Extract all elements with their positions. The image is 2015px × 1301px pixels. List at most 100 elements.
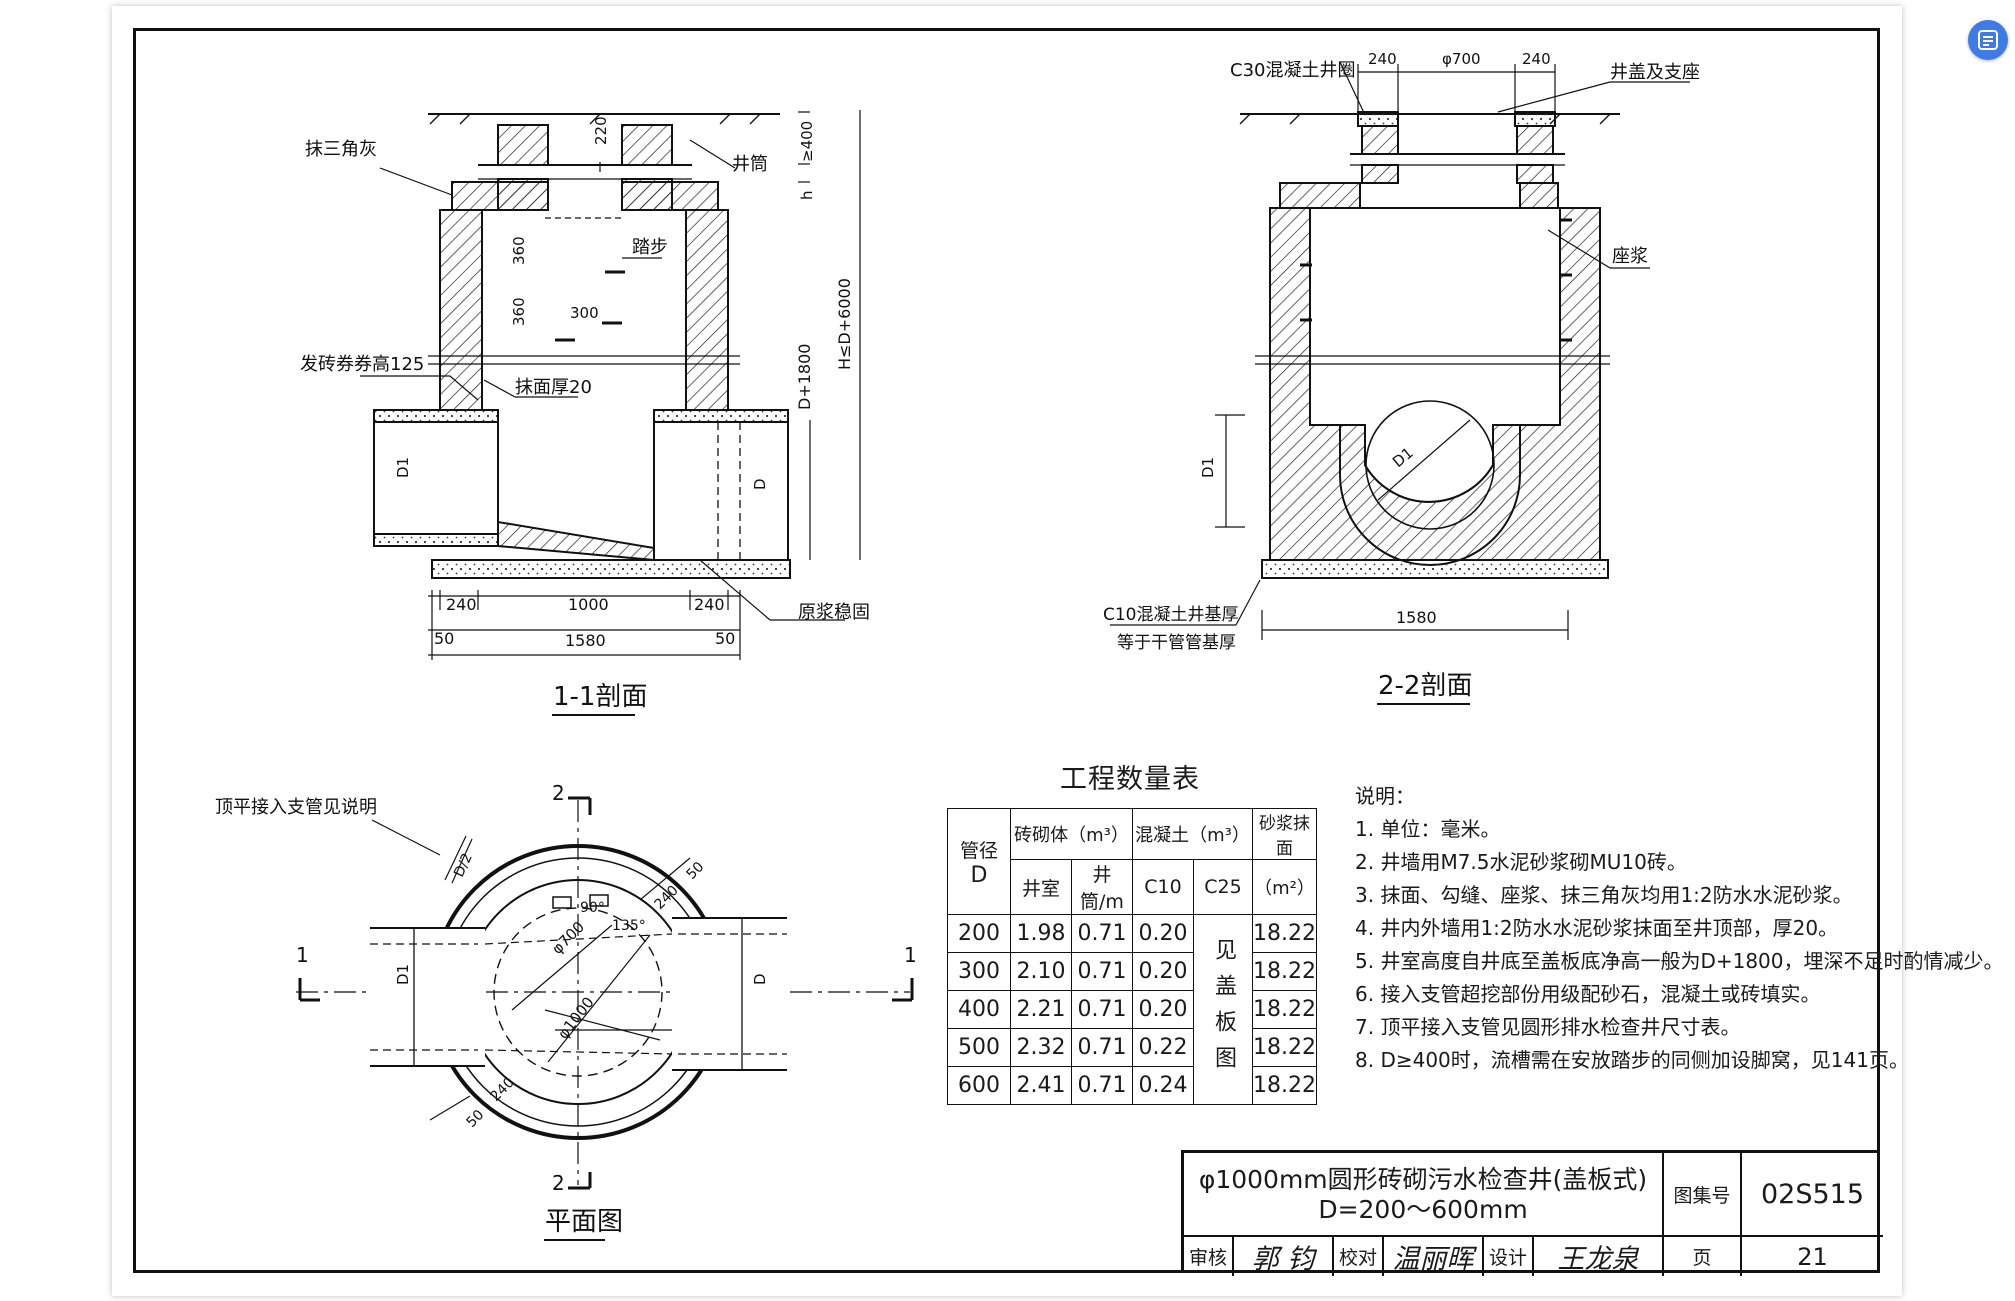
cell-shaft: 0.71 — [1071, 990, 1133, 1029]
cell-shaft: 0.71 — [1071, 1066, 1133, 1105]
label-plaster-thick: 抹面厚20 — [515, 377, 592, 398]
label-d1: D1 — [394, 457, 412, 478]
label-seat-slurry: 座浆 — [1612, 246, 1648, 267]
cell-d: 500 — [947, 1028, 1011, 1067]
plan-text: 顶平接入支管见说明 1 1 2 2 D1 D φ700 φ1000 D/2 90… — [215, 781, 917, 1241]
header-pipe-label: 管径 — [959, 839, 998, 862]
note-item: 7. 顶平接入支管见圆形排水检查井尺寸表。 — [1355, 1015, 1741, 1039]
label-d: D — [751, 478, 769, 490]
section-1-1-text: 抹三角灰 井筒 踏步 发砖券券高125 抹面厚20 原浆稳固 H≤D+6000 … — [300, 116, 870, 716]
header-mortar: 砂浆抹面 — [1252, 808, 1317, 860]
dim-360b: 360 — [510, 297, 528, 326]
translate-button[interactable] — [1968, 20, 2008, 60]
table-row: 500 2.32 0.71 0.22 18.22 — [947, 1028, 1317, 1067]
note-item: 3. 抹面、勾缝、座浆、抹三角灰均用1:2防水水泥砂浆。 — [1355, 883, 1853, 907]
cell-chamber: 1.98 — [1010, 914, 1072, 953]
label-cover: 井盖及支座 — [1610, 62, 1700, 83]
label-plaster-triangle: 抹三角灰 — [305, 139, 377, 160]
header-concrete: 混凝土（m³） — [1132, 808, 1253, 860]
label-h: h — [798, 190, 816, 200]
label-d12: D/2 — [451, 851, 476, 880]
check-signature: 温丽晖 — [1384, 1237, 1484, 1276]
dim-240b: 240 — [1522, 50, 1551, 68]
header-pipe-d: D — [970, 862, 988, 888]
review-signature: 郭 钧 — [1234, 1237, 1334, 1276]
section-2-2-title: 2-2剖面 — [1378, 671, 1472, 701]
label-step: 踏步 — [632, 237, 668, 258]
label-base-line2: 等于干管管基厚 — [1117, 633, 1236, 653]
drawing-title-line1: φ1000mm圆形砖砌污水检查井(盖板式) — [1198, 1165, 1648, 1194]
cell-c10: 0.20 — [1132, 952, 1194, 991]
header-c10: C10 — [1132, 859, 1194, 915]
notes-heading: 说明： — [1355, 784, 1415, 808]
label-base-line1: C10混凝土井基厚 — [1103, 605, 1239, 625]
cell-mortar: 18.22 — [1252, 990, 1317, 1029]
section-1-1 — [360, 110, 861, 660]
section-mark-1-right: 1 — [904, 943, 917, 967]
dim-50a: 50 — [684, 859, 708, 883]
dim-700: φ700 — [1442, 50, 1481, 68]
label-c30-ring: C30混凝土井圈 — [1230, 60, 1355, 81]
header-brick-shaft: 井筒/m — [1071, 859, 1133, 915]
note-item: 8. D≥400时，流槽需在安放踏步的同侧加设脚窝，见141页。 — [1355, 1048, 1909, 1072]
table-row: 400 2.21 0.71 0.20 18.22 — [947, 990, 1317, 1029]
dim-300: 300 — [570, 304, 599, 322]
cell-c10: 0.20 — [1132, 990, 1194, 1029]
header-mortar-unit: （m²） — [1252, 859, 1317, 915]
label-d: D — [751, 973, 769, 985]
dim-50a: 50 — [434, 629, 454, 648]
title-block: φ1000mm圆形砖砌污水检查井(盖板式) D=200～600mm 图集号 02… — [1181, 1150, 1883, 1276]
drawing-frame — [133, 28, 1880, 1273]
note-item: 6. 接入支管超挖部份用级配砂石，混凝土或砖填实。 — [1355, 982, 1821, 1006]
design-label: 设计 — [1484, 1237, 1534, 1276]
section-2-2-text: C30混凝土井圈 240 φ700 240 井盖及支座 座浆 D1 D1 158… — [1103, 50, 1700, 705]
cell-mortar: 18.22 — [1252, 952, 1317, 991]
note-item: 2. 井墙用M7.5水泥砂浆砌MU10砖。 — [1355, 850, 1687, 874]
label-90deg: 90° — [580, 900, 605, 916]
cell-shaft: 0.71 — [1071, 1028, 1133, 1067]
label-height-total: H≤D+6000 — [835, 278, 854, 370]
notes: 说明： 1. 单位：毫米。 2. 井墙用M7.5水泥砂浆砌MU10砖。 3. 抹… — [1355, 780, 2004, 1077]
atlas-label: 图集号 — [1664, 1153, 1742, 1237]
cell-mortar: 18.22 — [1252, 1066, 1317, 1105]
section-2-2 — [1110, 61, 1690, 640]
cell-shaft: 0.71 — [1071, 952, 1133, 991]
dim-240b: 240 — [488, 1075, 518, 1105]
dim-50b: 50 — [464, 1107, 488, 1131]
design-signature: 王龙泉 — [1534, 1237, 1664, 1276]
dim-360a: 360 — [510, 236, 528, 265]
translate-icon — [1978, 30, 1998, 50]
table-row: 200 1.98 0.71 0.20 见盖板图 18.22 — [947, 914, 1317, 1105]
header-pipe: 管径 D — [947, 808, 1011, 915]
quantity-table: 管径 D 砖砌体（m³） 混凝土（m³） 砂浆抹面 井室 井筒/m C10 C2… — [947, 808, 1317, 1105]
dim-1580: 1580 — [1396, 608, 1437, 627]
label-135deg: 135° — [612, 918, 646, 934]
dim-1000: 1000 — [568, 595, 609, 614]
cell-chamber: 2.41 — [1010, 1066, 1072, 1105]
cell-chamber: 2.32 — [1010, 1028, 1072, 1067]
cell-mortar: 18.22 — [1252, 914, 1317, 953]
cell-chamber: 2.10 — [1010, 952, 1072, 991]
c25-note-text: 见盖板图 — [1211, 937, 1236, 1082]
label-top-flat: 顶平接入支管见说明 — [215, 797, 377, 818]
label-shaft: 井筒 — [732, 154, 768, 175]
cell-c10: 0.24 — [1132, 1066, 1194, 1105]
dim-1580: 1580 — [565, 631, 606, 650]
check-label: 校对 — [1334, 1237, 1384, 1276]
note-item: 5. 井室高度自井底至盖板底净高一般为D+1800，埋深不足时酌情减少。 — [1355, 949, 2004, 973]
label-arch: 发砖券券高125 — [300, 354, 424, 375]
dim-240a: 240 — [1368, 50, 1397, 68]
drawing-title: φ1000mm圆形砖砌污水检查井(盖板式) D=200～600mm — [1184, 1153, 1664, 1237]
table-row: 600 2.41 0.71 0.24 18.22 — [947, 1066, 1317, 1105]
section-1-1-title: 1-1剖面 — [553, 682, 647, 712]
cell-d: 200 — [947, 914, 1011, 953]
cell-d: 300 — [947, 952, 1011, 991]
review-label: 审核 — [1184, 1237, 1234, 1276]
section-mark-2-top: 2 — [552, 781, 565, 805]
quantity-table-title: 工程数量表 — [1060, 764, 1200, 795]
cell-d: 600 — [947, 1066, 1011, 1105]
dim-50b: 50 — [715, 629, 735, 648]
cell-c25-note: 见盖板图 — [1193, 914, 1253, 1105]
section-mark-1-left: 1 — [296, 943, 309, 967]
